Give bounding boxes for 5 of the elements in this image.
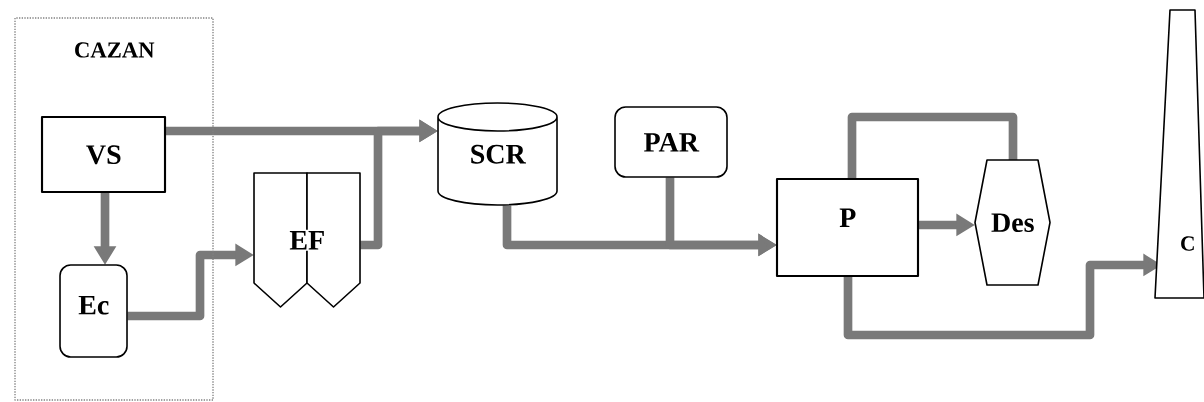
node-label: C bbox=[1181, 236, 1194, 251]
process-box: VS bbox=[40, 115, 167, 194]
rounded-box: Ec bbox=[59, 264, 128, 358]
process-box: P bbox=[775, 177, 920, 278]
rounded-box: PAR bbox=[614, 106, 728, 178]
